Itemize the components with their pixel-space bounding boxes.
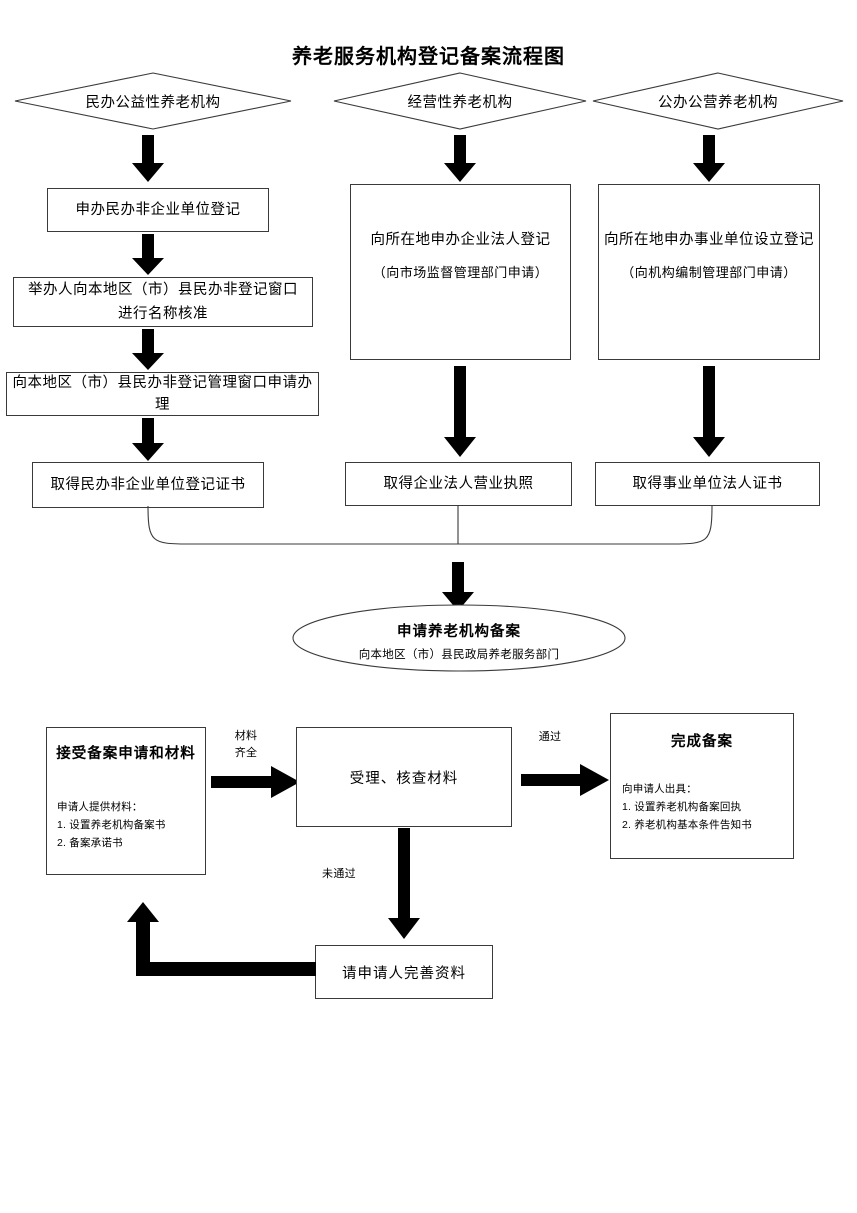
step-name-approval-line1: 举办人向本地区（市）县民办非登记窗口 bbox=[28, 282, 298, 299]
step-name-approval-line2: 进行名称核准 bbox=[118, 305, 208, 322]
decision-public-run: 公办公营养老机构 bbox=[592, 72, 844, 130]
arrow-left-3 bbox=[131, 418, 165, 462]
result-business-license: 取得企业法人营业执照 bbox=[345, 462, 572, 506]
merge-connector bbox=[110, 505, 750, 576]
box-improve-materials-label: 请申请人完善资料 bbox=[342, 965, 466, 982]
page-title: 养老服务机构登记备案流程图 bbox=[292, 46, 565, 68]
step-institution-establishment-registration-label: 向所在地申办事业单位设立登记 bbox=[604, 232, 814, 248]
diamond-shape bbox=[14, 72, 292, 130]
label-not-passed: 未通过 bbox=[322, 868, 356, 880]
step-apply-registration-window-label: 向本地区（市）县民办非登记管理窗口申请办理 bbox=[12, 374, 313, 413]
arrow-review-to-complete bbox=[521, 763, 610, 797]
step-apply-registration-window: 向本地区（市）县民办非登记管理窗口申请办理 bbox=[6, 372, 319, 416]
node-apply-filing-sub: 向本地区（市）县民政局养老服务部门 bbox=[358, 649, 560, 661]
step-apply-private-nonenterprise: 申办民办非企业单位登记 bbox=[47, 188, 269, 232]
box-complete-filing: 完成备案 向申请人出具： 1. 设置养老机构备案回执 2. 养老机构基本条件告知… bbox=[610, 713, 794, 859]
box-receive-application-body-1: 1. 设置养老机构备案书 bbox=[57, 818, 166, 831]
step-enterprise-legal-registration: 向所在地申办企业法人登记 （向市场监督管理部门申请） bbox=[350, 184, 571, 360]
arrow-receive-to-review bbox=[211, 765, 301, 799]
step-enterprise-legal-registration-sub: （向市场监督管理部门申请） bbox=[372, 265, 549, 281]
result-private-nonenterprise-certificate: 取得民办非企业单位登记证书 bbox=[32, 462, 264, 508]
diamond-shape bbox=[333, 72, 587, 130]
node-apply-filing: 申请养老机构备案 向本地区（市）县民政局养老服务部门 bbox=[292, 604, 626, 672]
box-receive-application-body-2: 2. 备案承诺书 bbox=[57, 836, 123, 849]
arrow-left-2 bbox=[131, 329, 165, 371]
arrow-middle-to-result bbox=[443, 366, 477, 458]
decision-private-nonprofit-label: 民办公益性养老机构 bbox=[85, 95, 221, 111]
arrow-left-1 bbox=[131, 234, 165, 276]
node-apply-filing-title: 申请养老机构备案 bbox=[397, 624, 521, 640]
box-receive-application-body-0: 申请人提供材料： bbox=[57, 801, 143, 813]
label-materials-complete: 材料 齐全 bbox=[234, 730, 258, 759]
box-review-materials-label: 受理、核查材料 bbox=[349, 770, 459, 787]
decision-private-nonprofit: 民办公益性养老机构 bbox=[14, 72, 292, 130]
step-name-approval: 举办人向本地区（市）县民办非登记窗口 进行名称核准 bbox=[13, 277, 313, 327]
box-review-materials: 受理、核查材料 bbox=[296, 727, 512, 827]
decision-commercial: 经营性养老机构 bbox=[333, 72, 587, 130]
result-institution-legal-certificate-label: 取得事业单位法人证书 bbox=[632, 475, 783, 492]
arrow-to-filing-application bbox=[441, 562, 475, 612]
box-complete-filing-body-2: 2. 养老机构基本条件告知书 bbox=[622, 818, 752, 831]
box-improve-materials: 请申请人完善资料 bbox=[315, 945, 493, 999]
arrow-down-commercial bbox=[443, 135, 477, 183]
decision-public-run-label: 公办公营养老机构 bbox=[658, 95, 778, 111]
result-private-nonenterprise-certificate-label: 取得民办非企业单位登记证书 bbox=[50, 476, 246, 493]
box-complete-filing-header: 完成备案 bbox=[671, 734, 733, 750]
arrow-right-to-result bbox=[692, 366, 726, 458]
arrow-review-to-improve bbox=[387, 828, 421, 940]
box-receive-application: 接受备案申请和材料 申请人提供材料： 1. 设置养老机构备案书 2. 备案承诺书 bbox=[46, 727, 206, 875]
result-institution-legal-certificate: 取得事业单位法人证书 bbox=[595, 462, 820, 506]
step-enterprise-legal-registration-label: 向所在地申办企业法人登记 bbox=[370, 232, 551, 248]
step-institution-establishment-registration-sub: （向机构编制管理部门申请） bbox=[621, 265, 797, 281]
step-apply-private-nonenterprise-label: 申办民办非企业单位登记 bbox=[75, 201, 241, 218]
decision-commercial-label: 经营性养老机构 bbox=[407, 95, 513, 111]
arrow-down-public bbox=[692, 135, 726, 183]
diamond-shape bbox=[592, 72, 844, 130]
arrow-down-private bbox=[131, 135, 165, 183]
arrow-feedback-loop bbox=[126, 902, 316, 982]
ellipse-shape bbox=[292, 604, 626, 672]
box-complete-filing-body-1: 1. 设置养老机构备案回执 bbox=[622, 800, 742, 813]
result-business-license-label: 取得企业法人营业执照 bbox=[383, 475, 534, 492]
box-receive-application-header: 接受备案申请和材料 bbox=[56, 746, 196, 762]
step-institution-establishment-registration: 向所在地申办事业单位设立登记 （向机构编制管理部门申请） bbox=[598, 184, 820, 360]
box-complete-filing-body-0: 向申请人出具： bbox=[622, 783, 697, 795]
label-passed: 通过 bbox=[538, 731, 562, 743]
